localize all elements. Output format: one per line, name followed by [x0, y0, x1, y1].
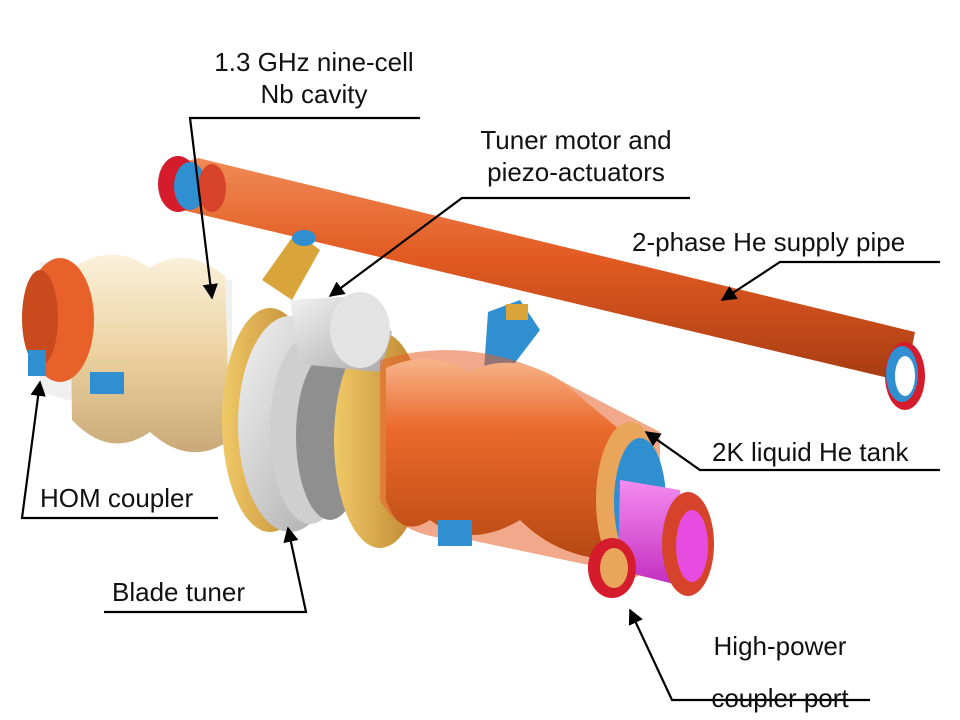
label-he-tank: 2K liquid He tank [712, 437, 909, 467]
leader-coupler [628, 608, 870, 702]
label-coupler-port-line2: coupler port [711, 683, 849, 713]
leader-supply-pipe [720, 260, 940, 301]
label-cavity-line2: Nb cavity [260, 79, 368, 109]
label-tuner-motor-line1: Tuner motor and [480, 125, 672, 155]
leader-hom [20, 380, 218, 520]
he-supply-pipe [158, 156, 925, 410]
label-coupler-port: High-power coupler port [680, 620, 880, 720]
tuner-motor [262, 230, 392, 372]
label-tuner-motor: Tuner motor and piezo-actuators [452, 124, 700, 188]
leader-lines [20, 116, 940, 702]
coupler-port [588, 480, 714, 598]
label-coupler-port-line1: High-power [713, 631, 847, 661]
label-blade-tuner: Blade tuner [112, 577, 245, 607]
nb-cavity-left [22, 254, 232, 453]
pipe-bracket [484, 300, 540, 372]
leader-cavity [188, 116, 420, 300]
label-hom-coupler: HOM coupler [40, 483, 194, 513]
label-cavity-line1: 1.3 GHz nine-cell [214, 47, 414, 77]
leader-tuner-motor [328, 196, 690, 297]
label-cavity: 1.3 GHz nine-cell Nb cavity [190, 46, 438, 110]
leader-blade [104, 526, 308, 614]
label-supply-pipe: 2-phase He supply pipe [632, 227, 906, 257]
leader-he-tank [644, 431, 940, 472]
label-tuner-motor-line2: piezo-actuators [487, 157, 665, 187]
